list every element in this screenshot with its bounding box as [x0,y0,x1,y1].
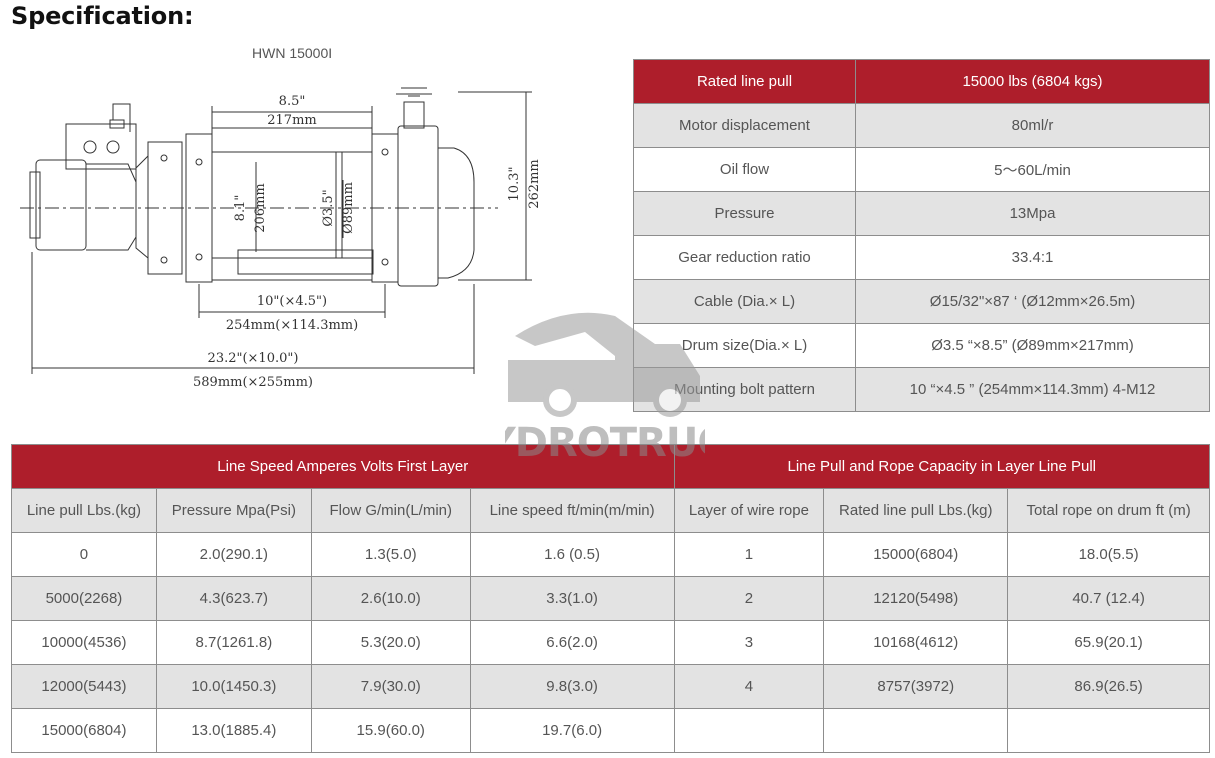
table-cell: 86.9(26.5) [1007,664,1210,709]
performance-table: Line Speed Amperes Volts First Layer Lin… [11,444,1210,753]
page-title: Specification: [11,2,194,30]
column-header: Rated line pull Lbs.(kg) [823,488,1009,533]
spec-key: Gear reduction ratio [633,235,856,280]
table-row: 5000(2268) 4.3(623.7) 2.6(10.0) 3.3(1.0)… [11,576,1210,621]
dim-inner-mm: 206mm [253,183,268,232]
dim-total: 23.2"(×10.0") [208,351,299,366]
dim-height-mm: 262mm [527,159,542,208]
spec-value: 80ml/r [855,103,1210,148]
table-cell: 15000(6804) [11,708,157,753]
winch-drawing: 8.5" 217mm 10"(×4.5") 254mm(×114.3mm) 23… [20,87,542,390]
group-header-line-pull: Line Pull and Rope Capacity in Layer Lin… [673,444,1210,489]
table-cell: 5.3(20.0) [310,620,471,665]
spec-row: Gear reduction ratio 33.4:1 [633,235,1210,280]
table-cell: 1.6 (0.5) [469,532,675,577]
dim-inner: 8.1" [233,195,248,222]
spec-key: Rated line pull [633,59,856,104]
table-cell: 10000(4536) [11,620,157,665]
table-cell: 40.7 (12.4) [1007,576,1210,621]
spec-value: Ø3.5 “×8.5” (Ø89mm×217mm) [855,323,1210,368]
table-cell: 3 [673,620,825,665]
table-cell [1007,708,1210,753]
column-header: Line pull Lbs.(kg) [11,488,157,533]
spec-row: Oil flow 5～60L/min [633,147,1210,192]
dim-height: 10.3" [507,167,522,202]
spec-value: 33.4:1 [855,235,1210,280]
column-header: Layer of wire rope [673,488,825,533]
dim-drum: Ø3.5" [321,189,336,226]
table-cell: 10.0(1450.3) [155,664,312,709]
table-row: 0 2.0(290.1) 1.3(5.0) 1.6 (0.5) 1 15000(… [11,532,1210,577]
table-cell: 4 [673,664,825,709]
table-cell: 12120(5498) [823,576,1009,621]
table-cell [673,708,825,753]
spec-row: Rated line pull 15000 lbs (6804 kgs) [633,59,1210,104]
table-cell: 2.0(290.1) [155,532,312,577]
spec-value: 13Mpa [855,191,1210,236]
model-name: HWN 15000I [252,45,333,61]
table-cell: 0 [11,532,157,577]
table-cell: 15.9(60.0) [310,708,471,753]
dim-bolt: 10"(×4.5") [257,294,327,309]
column-header: Flow G/min(L/min) [310,488,471,533]
table-row: 15000(6804) 13.0(1885.4) 15.9(60.0) 19.7… [11,708,1210,753]
table-cell: 2.6(10.0) [310,576,471,621]
dim-drum-mm: Ø89mm [341,182,356,234]
column-header: Total rope on drum ft (m) [1007,488,1210,533]
column-header: Line speed ft/min(m/min) [469,488,675,533]
table-cell: 12000(5443) [11,664,157,709]
dim-top: 8.5" [279,94,306,109]
column-header-row: Line pull Lbs.(kg) Pressure Mpa(Psi) Flo… [11,488,1210,533]
spec-row: Pressure 13Mpa [633,191,1210,236]
table-cell [823,708,1009,753]
table-cell: 6.6(2.0) [469,620,675,665]
table-cell: 5000(2268) [11,576,157,621]
dim-total-mm: 589mm(×255mm) [193,375,313,390]
group-header-row: Line Speed Amperes Volts First Layer Lin… [11,444,1210,489]
spec-key: Oil flow [633,147,856,192]
dim-top-mm: 217mm [267,113,316,128]
spec-value: 10 “×4.5 ” (254mm×114.3mm) 4-M12 [855,367,1210,412]
spec-key: Pressure [633,191,856,236]
table-cell: 19.7(6.0) [469,708,675,753]
spec-key: Mounting bolt pattern [633,367,856,412]
table-cell: 1 [673,532,825,577]
table-cell: 1.3(5.0) [310,532,471,577]
spec-row: Mounting bolt pattern 10 “×4.5 ” (254mm×… [633,367,1210,412]
group-header-line-speed: Line Speed Amperes Volts First Layer [11,444,675,489]
column-header: Pressure Mpa(Psi) [155,488,312,533]
table-cell: 8757(3972) [823,664,1009,709]
table-cell: 3.3(1.0) [469,576,675,621]
table-cell: 13.0(1885.4) [155,708,312,753]
spec-row: Drum size(Dia.× L) Ø3.5 “×8.5” (Ø89mm×21… [633,323,1210,368]
spec-row: Cable (Dia.× L) Ø15/32"×87 ‘ (Ø12mm×26.5… [633,279,1210,324]
spec-key: Motor displacement [633,103,856,148]
table-cell: 15000(6804) [823,532,1009,577]
table-cell: 65.9(20.1) [1007,620,1210,665]
dim-bolt-mm: 254mm(×114.3mm) [226,318,358,333]
spec-row: Motor displacement 80ml/r [633,103,1210,148]
table-cell: 8.7(1261.8) [155,620,312,665]
table-row: 10000(4536) 8.7(1261.8) 5.3(20.0) 6.6(2.… [11,620,1210,665]
table-cell: 2 [673,576,825,621]
spec-table: Rated line pull 15000 lbs (6804 kgs) Mot… [633,59,1210,412]
spec-key: Cable (Dia.× L) [633,279,856,324]
table-cell: 7.9(30.0) [310,664,471,709]
spec-value: 5～60L/min [855,147,1210,192]
spec-key: Drum size(Dia.× L) [633,323,856,368]
table-cell: 10168(4612) [823,620,1009,665]
table-row: 12000(5443) 10.0(1450.3) 7.9(30.0) 9.8(3… [11,664,1210,709]
table-cell: 9.8(3.0) [469,664,675,709]
table-cell: 18.0(5.5) [1007,532,1210,577]
spec-value: 15000 lbs (6804 kgs) [855,59,1210,104]
table-cell: 4.3(623.7) [155,576,312,621]
spec-value: Ø15/32"×87 ‘ (Ø12mm×26.5m) [855,279,1210,324]
